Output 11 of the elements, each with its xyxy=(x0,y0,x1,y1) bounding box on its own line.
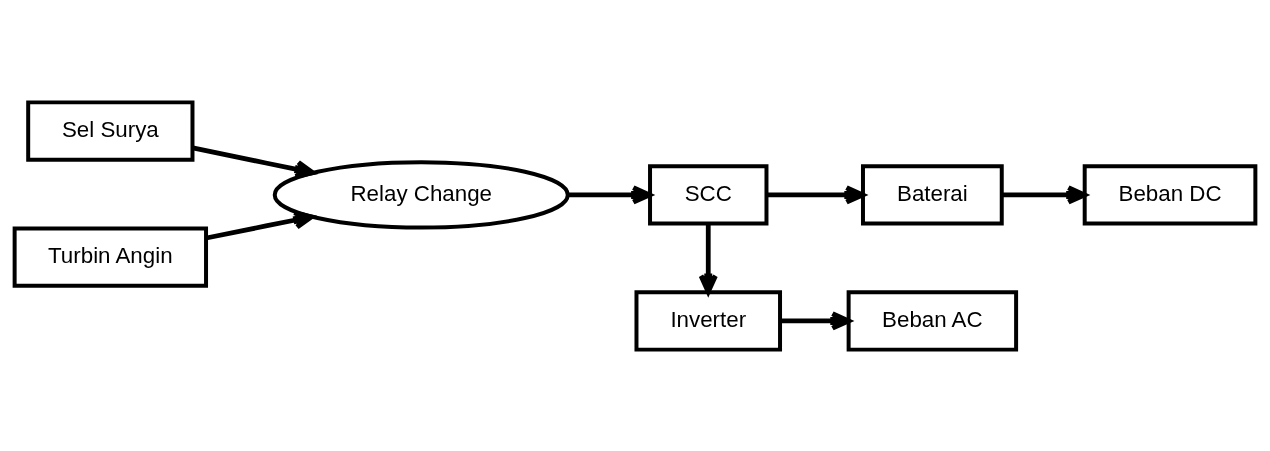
node-box: Beban AC xyxy=(846,289,1019,352)
arrow xyxy=(192,145,316,179)
node-box: Baterai xyxy=(861,163,1004,226)
node-box: Turbin Angin xyxy=(12,225,209,288)
arrow xyxy=(766,184,866,204)
node-box: Beban DC xyxy=(1082,163,1258,226)
node-box: SCC xyxy=(648,163,769,226)
arrow xyxy=(205,210,314,240)
node-box: Sel Surya xyxy=(26,99,195,162)
arrow xyxy=(568,184,652,204)
node-box: Inverter xyxy=(634,289,783,352)
